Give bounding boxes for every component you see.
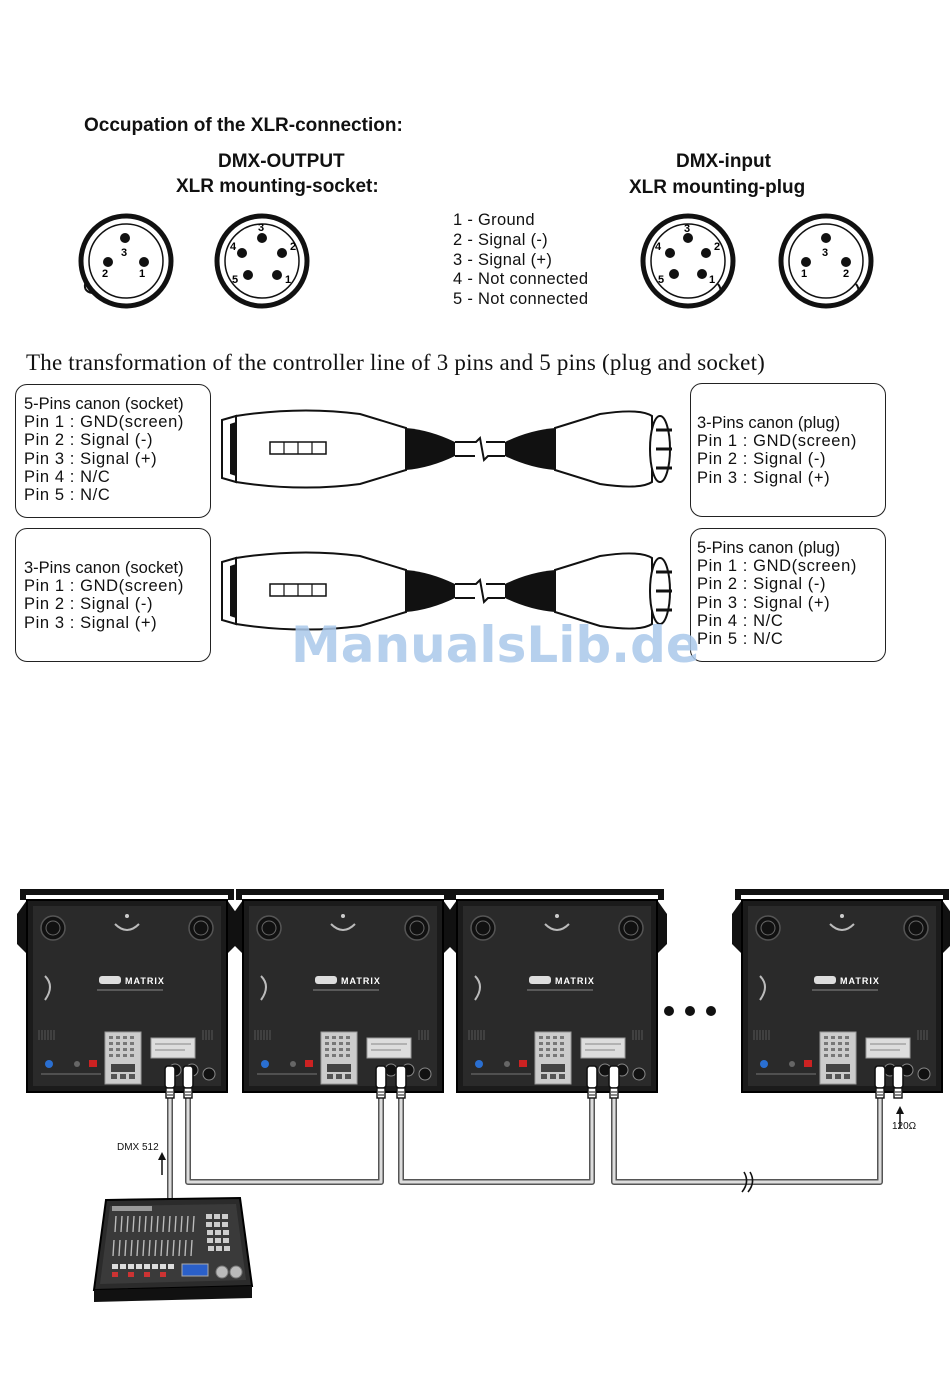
dmx-cable-icon (167, 1097, 883, 1240)
box-line: 3-Pins canon (socket) (24, 559, 184, 577)
cable-5to3-icon (220, 408, 674, 490)
xlr-3pin-plug-icon: 3 1 2 (778, 213, 874, 309)
watermark: ManualsLib.de (291, 616, 700, 674)
box-line: 5-Pins canon (socket) (24, 395, 184, 413)
pin-label: 1 (709, 274, 715, 286)
xlr-5pin-plug-icon: 3 4 2 5 1 (640, 213, 736, 309)
xlr-3pin-socket-icon: 3 2 1 (78, 213, 174, 309)
pin-label: 1 (801, 268, 807, 280)
dmx-512-label: DMX 512 (117, 1142, 159, 1153)
box-line: Pin 1 : GND(screen) (24, 577, 184, 596)
pin-label: 3 (258, 222, 264, 234)
terminator-label: 120Ω (892, 1121, 917, 1132)
box-line: Pin 2 : Signal (-) (697, 450, 827, 469)
box-line: Pin 1 : GND(screen) (24, 413, 184, 432)
box-5pin-socket: 5-Pins canon (socket) Pin 1 : GND(screen… (15, 384, 211, 518)
box-line: Pin 3 : Signal (+) (24, 449, 158, 468)
pin-label: 1 (285, 274, 291, 286)
pin-label: 3 (121, 247, 127, 259)
xlr-heading: Occupation of the XLR-connection: (84, 115, 403, 136)
pin-label: 2 (843, 268, 849, 280)
cable-title: The transformation of the controller lin… (26, 350, 766, 375)
pin-legend-item: 3 - Signal (+) (453, 250, 553, 269)
more-fixtures-icon (664, 1006, 716, 1016)
box-line: Pin 4 : N/C (24, 467, 111, 486)
fixture-3-icon (447, 892, 667, 1092)
box-line: 3-Pins canon (plug) (697, 414, 841, 432)
box-3pin-socket: 3-Pins canon (socket) Pin 1 : GND(screen… (15, 528, 211, 662)
fixture-1-icon (17, 892, 237, 1092)
box-line: 5-Pins canon (plug) (697, 539, 841, 557)
pin-legend-item: 1 - Ground (453, 211, 535, 229)
input-subtitle: XLR mounting-plug (629, 177, 806, 198)
pin-label: 4 (230, 241, 237, 253)
input-title: DMX-input (676, 151, 771, 172)
xlr-5pin-socket-icon: 3 4 2 5 1 (214, 213, 310, 309)
pin-legend-item: 2 - Signal (-) (453, 230, 548, 249)
box-line: Pin 2 : Signal (-) (24, 431, 154, 450)
fixture-2-icon (233, 892, 453, 1092)
box-line: Pin 4 : N/C (697, 611, 784, 630)
box-line: Pin 1 : GND(screen) (697, 557, 857, 576)
pin-label: 4 (655, 241, 662, 253)
dmx-controller-icon (92, 1196, 254, 1302)
box-line: Pin 2 : Signal (-) (24, 595, 154, 614)
pin-label: 2 (102, 268, 108, 280)
daisy-chain-svg: MATRIX (0, 870, 950, 1302)
pin-label: 5 (232, 274, 238, 286)
xlr-connectors-svg: 3 2 1 3 4 2 5 1 3 4 2 5 1 (78, 213, 874, 309)
box-3pin-plug: 3-Pins canon (plug) Pin 1 : GND(screen) … (690, 383, 886, 517)
dmx-arrow-icon (158, 1152, 166, 1175)
box-line: Pin 3 : Signal (+) (697, 468, 831, 487)
box-line: Pin 2 : Signal (-) (697, 575, 827, 594)
pin-legend-item: 5 - Not connected (453, 290, 589, 309)
box-line: Pin 3 : Signal (+) (697, 593, 831, 612)
pin-label: 2 (714, 241, 720, 253)
pin-legend: 1 - Ground 2 - Signal (-) 3 - Signal (+)… (453, 211, 588, 310)
pin-label: 5 (658, 274, 664, 286)
pin-legend-item: 4 - Not connected (453, 270, 589, 289)
box-line: Pin 5 : N/C (24, 486, 111, 505)
pin-label: 2 (290, 241, 296, 253)
terminator-arrow-icon (896, 1106, 904, 1128)
output-title: DMX-OUTPUT (218, 151, 345, 172)
box-line: Pin 1 : GND(screen) (697, 432, 857, 451)
pin-label: 3 (684, 223, 690, 235)
output-subtitle: XLR mounting-socket: (176, 176, 379, 197)
pin-label: 1 (139, 268, 145, 280)
box-line: Pin 5 : N/C (697, 630, 784, 649)
pin-label: 3 (822, 247, 828, 259)
box-line: Pin 3 : Signal (+) (24, 613, 158, 632)
cable-break-icon (741, 1171, 754, 1193)
box-5pin-plug: 5-Pins canon (plug) Pin 1 : GND(screen) … (690, 528, 886, 662)
fixture-4-icon (732, 892, 950, 1092)
